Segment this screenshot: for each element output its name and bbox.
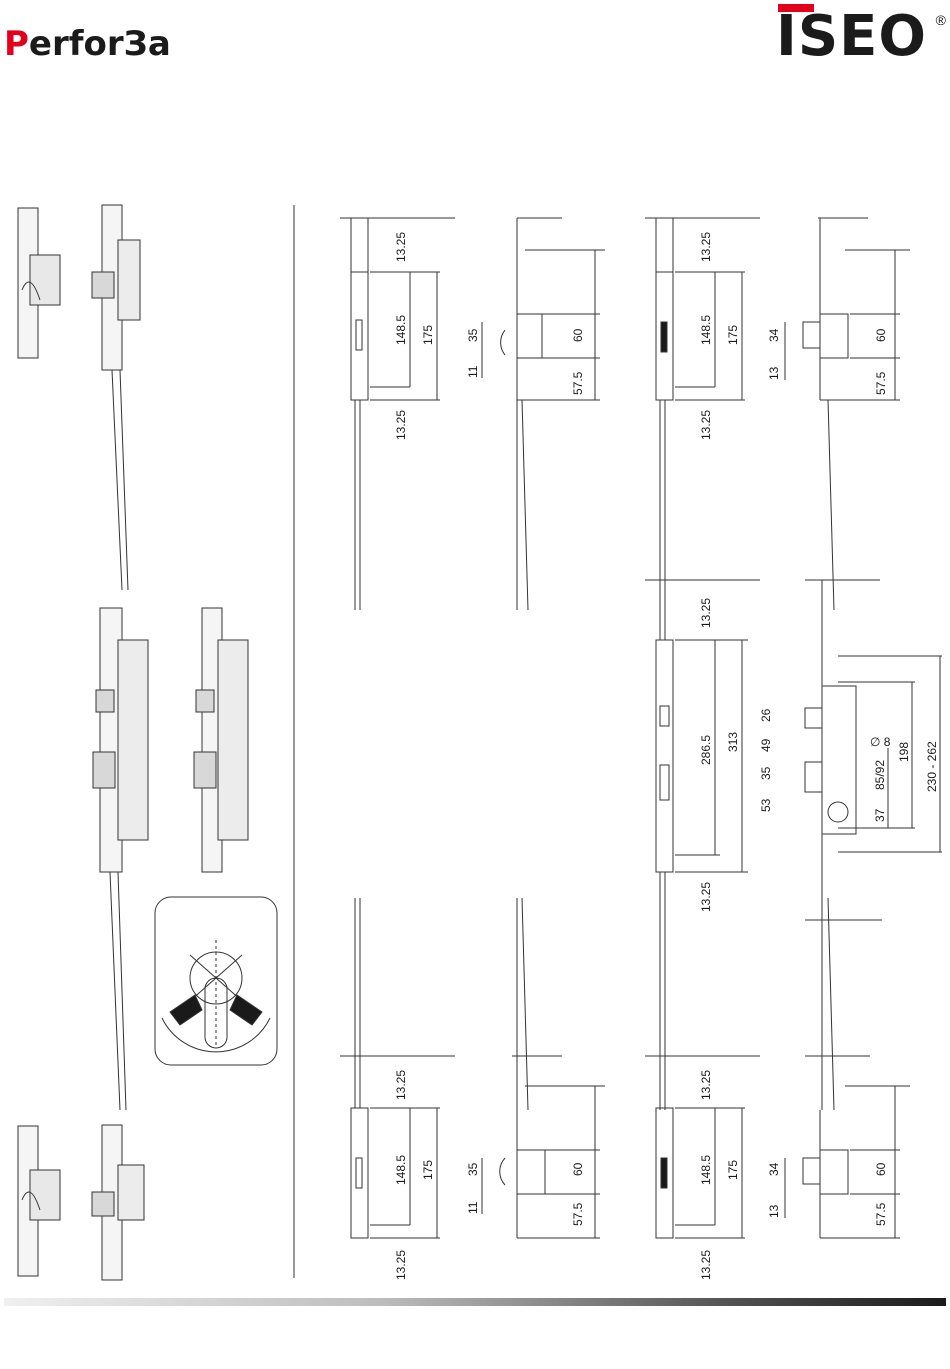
dim-label: 286.5 — [699, 735, 713, 765]
top-view2-side — [482, 218, 605, 610]
dim-label: 35 — [759, 766, 773, 780]
dim-label: 60 — [571, 328, 585, 342]
dim-label: 13.25 — [394, 232, 408, 262]
product-top-small — [18, 208, 60, 358]
diameter-label: ∅ 8 — [870, 735, 891, 749]
dim-label: 11 — [466, 1201, 480, 1214]
dim-label: 13.25 — [699, 882, 713, 912]
bottom-view2-side — [482, 898, 605, 1238]
dim-label: 13.25 — [699, 410, 713, 440]
dim-label: 148.5 — [699, 315, 713, 345]
dim-label: 175 — [726, 325, 740, 345]
dim-label: 13.25 — [699, 598, 713, 628]
dim-label: 13.25 — [394, 410, 408, 440]
dim-label: 34 — [767, 328, 781, 342]
dim-label: 57.5 — [874, 1202, 888, 1226]
bottom-view1-faceplate — [340, 898, 455, 1238]
footer-gradient-bar — [4, 1298, 946, 1306]
dim-label: 26 — [759, 708, 773, 722]
dim-label: 49 — [759, 738, 773, 752]
dim-label: 198 — [897, 742, 911, 762]
bottom-view4-side — [785, 898, 910, 1238]
dim-label: 148.5 — [394, 1155, 408, 1185]
dim-label: 37 — [873, 808, 887, 822]
product-bottom-main — [92, 1125, 144, 1280]
dim-label: 13.25 — [699, 232, 713, 262]
diameter-value: 8 — [884, 735, 891, 749]
dim-label: 35 — [466, 328, 480, 342]
dim-label: 13 — [767, 1204, 781, 1218]
dim-label: 148.5 — [394, 315, 408, 345]
dim-label: 35 — [466, 1162, 480, 1176]
dim-label: 57.5 — [874, 371, 888, 395]
dim-label: 85/92 — [873, 760, 887, 790]
dim-label: 34 — [767, 1162, 781, 1176]
dim-label: 13.25 — [394, 1250, 408, 1280]
dim-label: 57.5 — [571, 1202, 585, 1226]
middle-faceplate — [645, 580, 760, 1110]
top-view4-side — [785, 218, 910, 610]
middle-side — [805, 580, 942, 1110]
dim-label: 13.25 — [699, 1250, 713, 1280]
product-middle-alt — [194, 608, 248, 872]
dim-label: 148.5 — [699, 1155, 713, 1185]
dim-label: 53 — [759, 798, 773, 812]
dim-label: 13.25 — [699, 1070, 713, 1100]
product-bottom-small — [18, 1126, 60, 1276]
cylinder-rotation-detail — [155, 897, 277, 1065]
product-top-main — [92, 205, 140, 590]
dim-label: 175 — [421, 1160, 435, 1180]
dim-label: 60 — [571, 1162, 585, 1176]
dim-label: 60 — [874, 1162, 888, 1176]
dim-label: 11 — [466, 365, 480, 378]
dim-label: 60 — [874, 328, 888, 342]
dim-label: 175 — [421, 325, 435, 345]
dim-label: 13.25 — [394, 1070, 408, 1100]
dim-label: 230 - 262 — [925, 741, 939, 792]
dim-label: 175 — [726, 1160, 740, 1180]
product-middle-main — [93, 608, 148, 1110]
dim-label: 13 — [767, 366, 781, 380]
dim-label: 57.5 — [571, 371, 585, 395]
dim-label: 313 — [726, 732, 740, 752]
